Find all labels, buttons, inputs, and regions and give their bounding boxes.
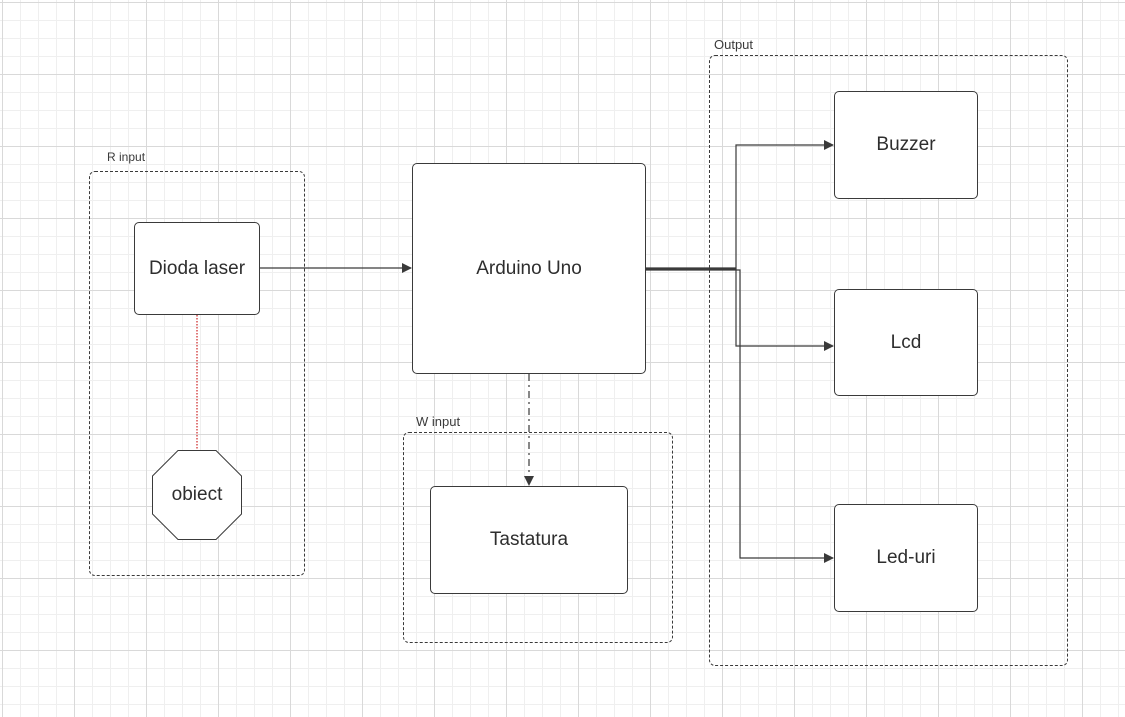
- group-r-input-label: R input: [107, 150, 146, 164]
- node-buzzer-label: Buzzer: [876, 134, 936, 155]
- group-output-label: Output: [714, 37, 754, 52]
- node-arduino-uno-label: Arduino Uno: [476, 257, 582, 279]
- node-obiect[interactable]: obiect: [152, 450, 242, 540]
- node-tastatura[interactable]: Tastatura: [430, 486, 628, 594]
- node-arduino-uno[interactable]: Arduino Uno: [412, 163, 646, 374]
- connector-arduino-to-leduri[interactable]: [646, 269, 834, 563]
- node-obiect-label: obiect: [171, 484, 223, 505]
- node-lcd-label: Lcd: [890, 331, 922, 353]
- connector-arduino-to-lcd[interactable]: [646, 268, 834, 351]
- node-tastatura-label: Tastatura: [489, 529, 569, 550]
- group-r-input[interactable]: [89, 171, 305, 576]
- node-lcd[interactable]: Lcd: [834, 289, 978, 396]
- group-w-input-label: W input: [416, 414, 461, 429]
- octagon-shape: [152, 450, 242, 540]
- group-w-input[interactable]: [403, 432, 673, 643]
- node-leduri[interactable]: Led-uri: [834, 504, 978, 612]
- connector-arduino-to-buzzer[interactable]: [646, 140, 834, 269]
- node-leduri-label: Led-uri: [876, 547, 936, 568]
- group-output[interactable]: [709, 55, 1068, 666]
- node-buzzer[interactable]: Buzzer: [834, 91, 978, 199]
- node-dioda-laser-label: Dioda laser: [148, 257, 246, 279]
- node-dioda-laser[interactable]: Dioda laser: [134, 222, 260, 315]
